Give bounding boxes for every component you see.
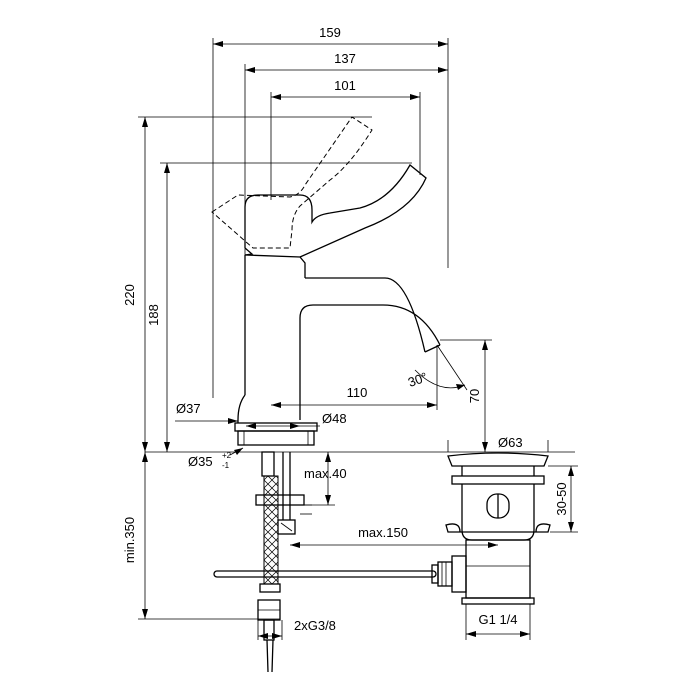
tap-body bbox=[237, 254, 441, 423]
dim-base-diameter: Ø37 bbox=[175, 401, 238, 424]
dim-label-d48: Ø48 bbox=[322, 411, 347, 426]
dim-label-d35: Ø35 bbox=[188, 454, 213, 469]
pop-up-rod bbox=[213, 555, 467, 593]
dim-lever-angle: 30° bbox=[406, 344, 468, 391]
base-plate bbox=[234, 422, 318, 446]
dim-connection: 2xG3/8 bbox=[257, 618, 336, 640]
dim-spout-clearance: 70 bbox=[440, 339, 492, 452]
dim-waste-height: 30-50 bbox=[548, 465, 578, 533]
dim-hose-length: min.350 bbox=[122, 452, 280, 620]
dim-label-137: 137 bbox=[334, 51, 356, 66]
dim-label-d63: Ø63 bbox=[498, 435, 523, 450]
dim-overall-width: 159 bbox=[212, 25, 449, 398]
dim-deck-thickness: max.40 bbox=[298, 452, 347, 506]
dim-label-30deg: 30° bbox=[406, 369, 430, 390]
dim-label-110: 110 bbox=[347, 385, 368, 400]
dim-body-diameter: Ø48 bbox=[246, 411, 347, 429]
dim-rod-length: max.150 bbox=[290, 525, 498, 548]
dim-label-220: 220 bbox=[122, 284, 137, 306]
lever-raised-outline bbox=[211, 116, 373, 249]
dim-label-max40: max.40 bbox=[304, 466, 347, 481]
dim-hole-diameter: Ø35 +2 -1 bbox=[188, 447, 244, 470]
dim-spout-reach: 110 bbox=[271, 345, 438, 410]
lever-handle bbox=[244, 164, 427, 258]
dim-waste-diameter: Ø63 bbox=[447, 435, 549, 452]
dim-tolerance-upper: +2 bbox=[222, 451, 232, 460]
dim-label-d37: Ø37 bbox=[176, 401, 201, 416]
waste-fitting bbox=[445, 452, 551, 605]
dim-label-159: 159 bbox=[319, 25, 341, 40]
dim-label-101: 101 bbox=[334, 78, 356, 93]
dim-label-188: 188 bbox=[146, 304, 161, 326]
dim-lever-reach: 101 bbox=[270, 78, 421, 200]
dim-label-g38: 2xG3/8 bbox=[294, 618, 336, 633]
dim-label-g114: G1 1/4 bbox=[478, 612, 517, 627]
dim-spout-height: 188 bbox=[146, 162, 412, 452]
dim-label-max150: max.150 bbox=[358, 525, 408, 540]
dim-overall-height: 220 bbox=[122, 116, 372, 452]
dim-tolerance-lower: -1 bbox=[222, 461, 230, 470]
dim-waste-thread: G1 1/4 bbox=[465, 604, 531, 640]
flexible-hose bbox=[257, 475, 281, 673]
dim-label-30-50: 30-50 bbox=[554, 482, 569, 515]
dim-body-width: 137 bbox=[244, 51, 448, 255]
dim-label-min350: min.350 bbox=[122, 517, 137, 563]
dim-label-70: 70 bbox=[467, 389, 482, 403]
